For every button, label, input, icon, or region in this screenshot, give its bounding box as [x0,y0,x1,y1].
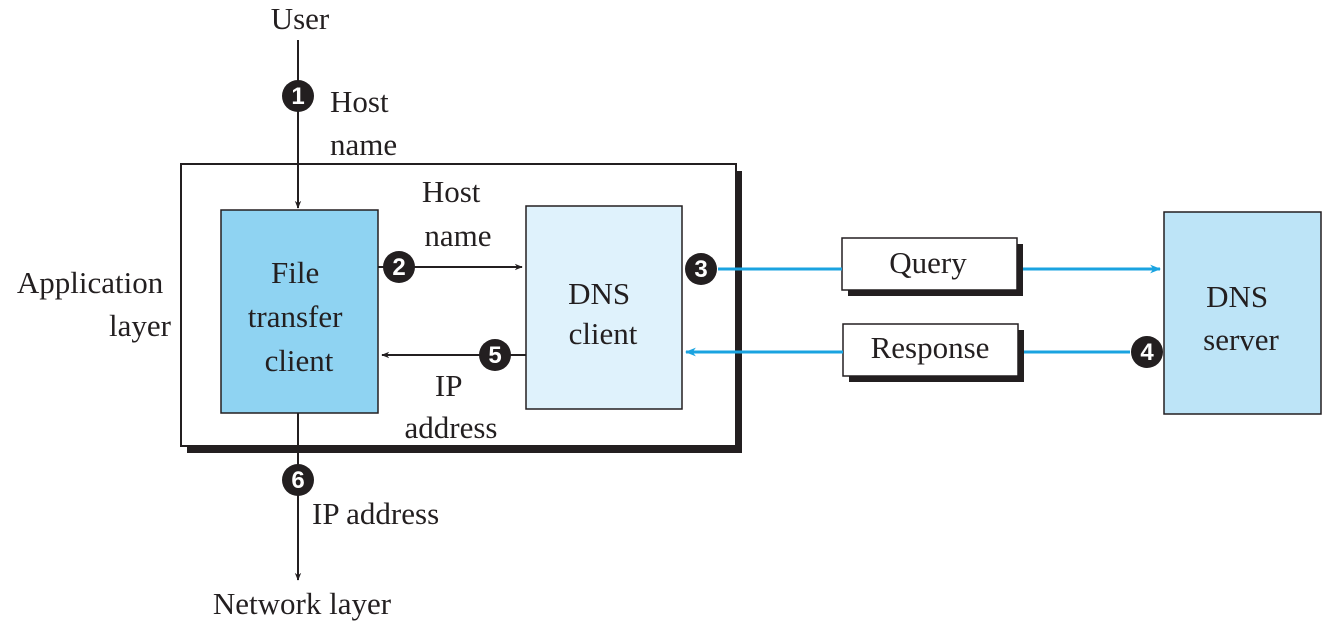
dns-client-label: DNS client [568,276,638,351]
ip-address-label-5: IP address [405,368,498,445]
svg-text:1: 1 [291,83,304,110]
file-transfer-client-label: File transfer client [248,255,350,378]
svg-text:5: 5 [488,342,501,369]
svg-text:4: 4 [1140,339,1154,366]
step-2-marker: 2 [383,251,415,283]
dns-client-line-2: client [569,316,638,351]
ftc-line-3: client [265,343,334,378]
file-transfer-client-box [220,209,379,414]
step-4-marker: 4 [1131,336,1163,368]
ip-address-label-6: IP address [312,496,439,531]
step-3-marker: 3 [685,253,717,285]
application-layer-label: Application layer [17,265,172,343]
ftc-line-1: File [271,255,319,290]
dns-client-line-1: DNS [568,276,630,311]
step-6-marker: 6 [282,464,314,496]
response-message-box: Response [842,323,1024,382]
user-label: User [271,1,330,36]
dns-client-box [525,205,683,410]
query-label: Query [889,245,967,280]
ftc-line-2: transfer [248,299,343,334]
step-1-marker: 1 [282,80,314,112]
svg-text:3: 3 [694,256,707,283]
dns-server-box [1163,211,1322,415]
response-label: Response [871,330,990,365]
svg-text:6: 6 [291,467,304,494]
dns-server-line-1: DNS [1206,279,1268,314]
host-name-label-2: Host name [422,174,492,253]
network-layer-label: Network layer [213,586,392,621]
svg-text:2: 2 [392,254,405,281]
step-5-marker: 5 [479,339,511,371]
dns-server-label: DNS server [1203,279,1279,357]
dns-server-line-2: server [1203,322,1279,357]
host-name-label-1: Host name [330,84,397,162]
query-message-box: Query [841,237,1023,296]
